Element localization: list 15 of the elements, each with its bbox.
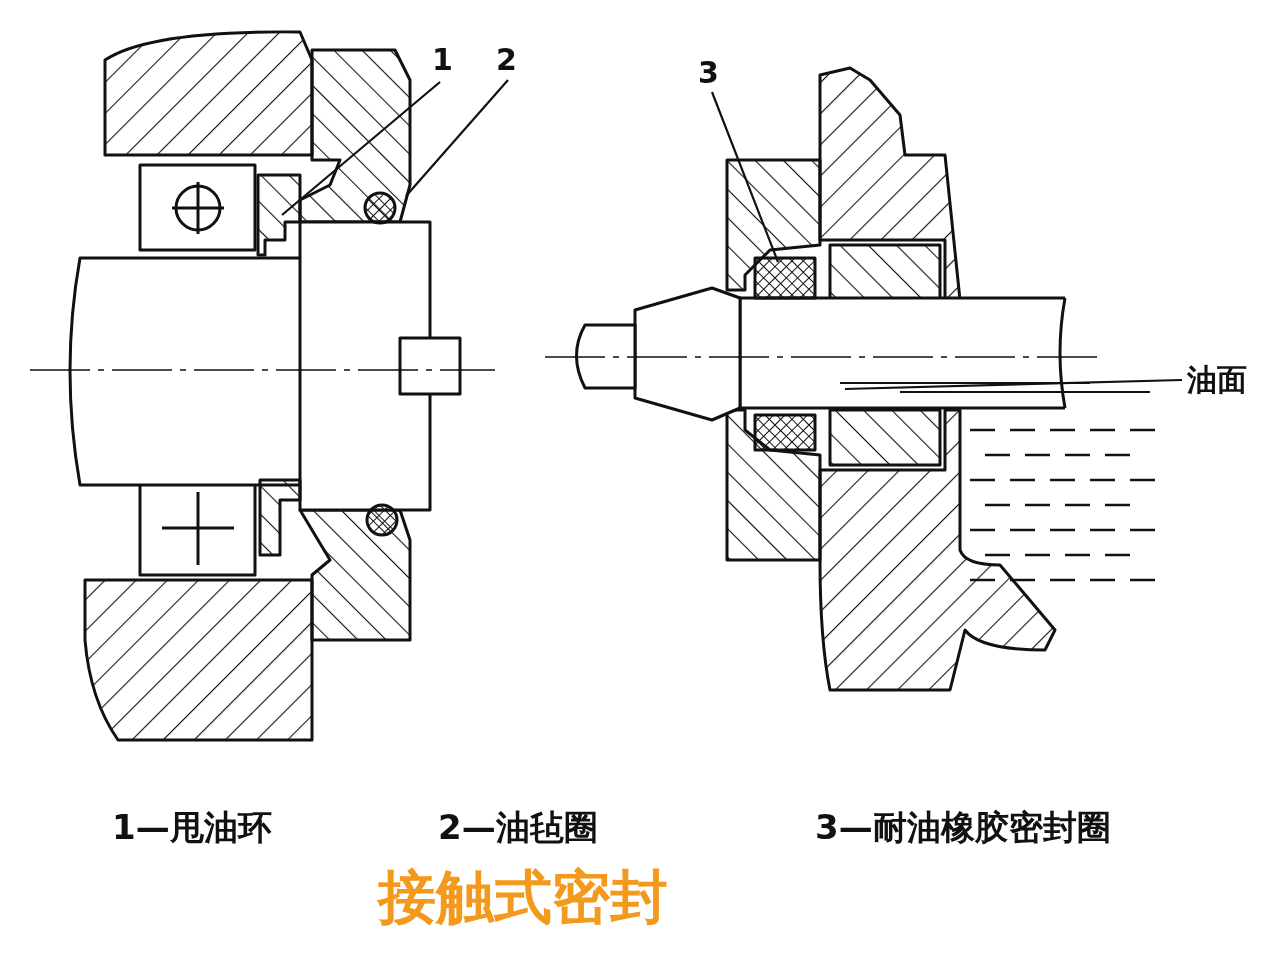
seal-ring [753,256,817,300]
legend-text: 3—耐油橡胶密封圈 [815,810,1111,844]
caption: 接触式密封 [378,868,668,926]
callout-number: 2 [496,45,517,75]
oil-thrower-ring [256,173,302,257]
part-label: 油面 [1187,365,1247,395]
leader-line [405,79,509,197]
callout-number: 3 [698,58,719,88]
leader-line [844,378,1183,391]
legend-text: 2—油毡圈 [438,810,598,844]
felt-ring [363,191,397,225]
leader-line [281,81,441,216]
legend-text: 1—甩油环 [112,810,272,844]
callout-number: 1 [432,45,453,75]
leader-line [710,91,780,263]
